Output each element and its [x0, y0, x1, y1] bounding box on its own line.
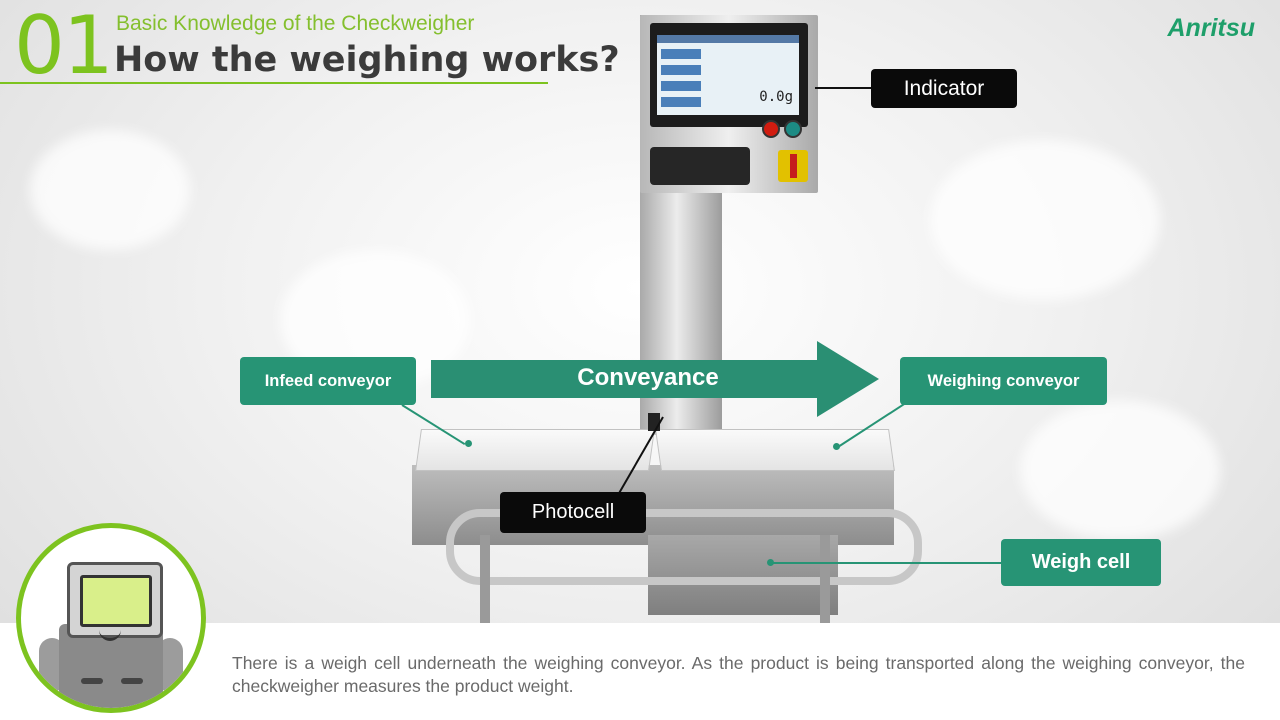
machine-leg	[480, 535, 490, 625]
leader-dot	[833, 443, 840, 450]
background-bokeh	[30, 130, 190, 250]
leader-dot	[767, 559, 774, 566]
checkweigher-mascot-icon	[16, 523, 206, 713]
weighing-belt	[655, 429, 895, 471]
machine-leg	[820, 535, 830, 625]
display-menu-button	[661, 49, 701, 59]
section-number: 01	[14, 0, 114, 92]
caption-text: There is a weigh cell underneath the wei…	[232, 653, 1245, 696]
weigh-cell-housing	[648, 535, 838, 615]
section-subtitle: Basic Knowledge of the Checkweigher	[116, 12, 475, 35]
brand-logo: Anritsu	[1167, 14, 1256, 42]
leader-dot	[465, 440, 472, 447]
mascot-screen	[80, 575, 152, 627]
indicator-label: Indicator	[871, 69, 1017, 108]
indicator-screen: 0.0g	[650, 23, 808, 127]
caption-panel	[0, 623, 1280, 720]
display-menu-button	[661, 81, 701, 91]
weigh-cell-label: Weigh cell	[1001, 539, 1161, 586]
infeed-conveyor-label: Infeed conveyor	[240, 357, 416, 405]
mascot-slot	[121, 678, 143, 684]
display-weight-value: 0.0g	[759, 89, 793, 105]
mascot-slot	[81, 678, 103, 684]
guard-rail	[446, 509, 922, 585]
indicator-display: 0.0g	[657, 35, 799, 115]
stop-button-icon	[762, 120, 780, 138]
conveyor-frame	[412, 465, 894, 545]
printer-slot	[650, 147, 750, 185]
conveyance-label: Conveyance	[577, 364, 719, 391]
weighing-conveyor-label: Weighing conveyor	[900, 357, 1107, 405]
conveyance-arrow-icon	[431, 341, 879, 417]
start-button-icon	[784, 120, 802, 138]
checkweigher-machine: 0.0g	[400, 15, 922, 625]
display-menu-button	[661, 97, 701, 107]
mascot-head	[67, 562, 163, 638]
title-underline	[0, 82, 548, 84]
page-title: How the weighing works?	[114, 40, 620, 80]
background-bokeh	[1020, 400, 1220, 540]
leader-line	[772, 562, 1002, 564]
power-switch-icon	[778, 150, 808, 182]
photocell-label: Photocell	[500, 492, 646, 533]
display-menu-button	[661, 65, 701, 75]
background-bokeh	[930, 140, 1160, 300]
mascot-mouth	[99, 628, 121, 641]
display-title-bar	[657, 35, 799, 43]
leader-line	[815, 87, 873, 89]
